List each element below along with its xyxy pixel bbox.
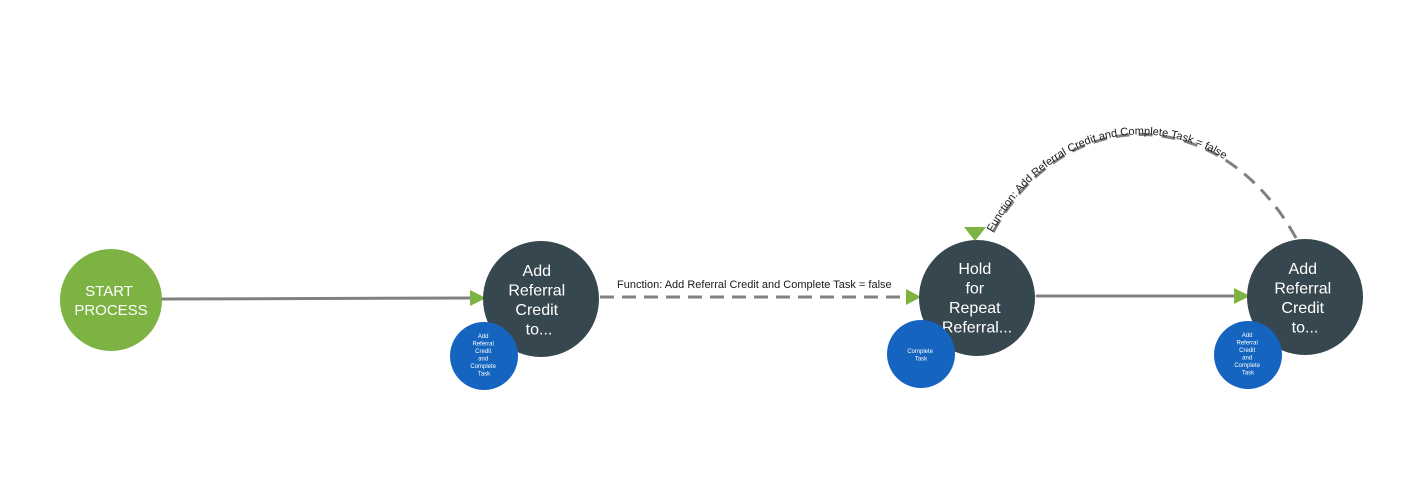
task-node-label-line-1: Add <box>1289 261 1317 278</box>
task-node-label-line-3: Credit <box>1281 300 1324 317</box>
function-badge-add-referral-credit-2[interactable]: Add Referral Credit and Complete Task <box>1214 321 1282 389</box>
function-badge-label-line-5: Complete <box>1234 363 1260 369</box>
add-referral-credit-node-1[interactable]: Add Referral Credit to... <box>483 241 599 357</box>
function-badge-circle <box>1214 321 1282 389</box>
function-badge-circle <box>450 322 518 390</box>
task-node-label: Add Referral Credit to... <box>508 263 569 339</box>
function-badge-label-line-4: and <box>1242 356 1252 362</box>
task-node-label-line-2: Referral <box>508 283 565 300</box>
start-node-label: START PROCESS <box>74 283 147 319</box>
task-node-label-line-2: Referral <box>1274 281 1331 298</box>
function-badge-circle <box>887 320 955 388</box>
edge-label-add-referral-to-hold: Function: Add Referral Credit and Comple… <box>617 279 892 291</box>
task-node-label-line-4: to... <box>526 322 553 339</box>
edge-loop-add-referral-to-hold[interactable] <box>988 133 1298 239</box>
task-node-label-line-3: Repeat <box>949 300 1001 317</box>
task-node-label-line-1: Hold <box>958 261 991 278</box>
start-node-label-line-2: PROCESS <box>74 302 147 319</box>
task-node-label-line-3: Credit <box>515 302 558 319</box>
function-badge-label: Add Referral Credit and Complete Task <box>470 334 497 378</box>
start-process-node[interactable]: START PROCESS <box>60 249 162 351</box>
task-node-circle <box>1247 239 1363 355</box>
add-referral-credit-node-2[interactable]: Add Referral Credit to... <box>1247 239 1363 355</box>
function-badge-label-line-2: Referral <box>1236 341 1257 347</box>
function-badge-label-line-1: Complete <box>907 349 933 355</box>
task-node-label-line-2: for <box>965 281 984 298</box>
task-node-label: Hold for Repeat Referral... <box>942 261 1012 337</box>
edge-start-to-add-referral-credit[interactable] <box>160 296 474 301</box>
start-node-label-line-1: START <box>85 283 133 300</box>
arrowhead-down-icon <box>964 227 986 241</box>
start-node-circle <box>60 249 162 351</box>
function-badge-label-line-5: Complete <box>470 364 496 370</box>
function-badge-label-line-6: Task <box>478 372 491 378</box>
function-badge-label: Complete Task <box>907 349 934 363</box>
task-node-label-line-4: Referral... <box>942 320 1012 337</box>
function-badge-label-line-1: Add <box>1242 333 1253 339</box>
task-node-circle <box>483 241 599 357</box>
hold-for-repeat-referral-node[interactable]: Hold for Repeat Referral... <box>919 240 1035 356</box>
function-badge-label-line-1: Add <box>478 334 489 340</box>
task-node-label-line-1: Add <box>523 263 551 280</box>
task-node-circle <box>919 240 1035 356</box>
function-badge-label-line-6: Task <box>1242 371 1255 377</box>
function-badge-label-line-3: Credit <box>475 349 491 355</box>
edge-label-loop: Function: Add Referral Credit and Comple… <box>985 125 1229 234</box>
function-badge-label: Add Referral Credit and Complete Task <box>1234 333 1261 377</box>
edges: Function: Add Referral Credit and Comple… <box>160 125 1298 306</box>
arrowhead-icon <box>470 290 486 306</box>
task-node-label-line-4: to... <box>1292 320 1319 337</box>
function-badge-label-line-3: Credit <box>1239 348 1255 354</box>
function-badge-label-line-2: Task <box>915 357 928 363</box>
arrowhead-icon <box>1234 288 1250 304</box>
arrowhead-icon <box>906 289 921 305</box>
function-badge-label-line-4: and <box>478 357 488 363</box>
edge-label-loop-path: Function: Add Referral Credit and Comple… <box>985 125 1229 234</box>
function-badge-add-referral-credit-1[interactable]: Add Referral Credit and Complete Task <box>450 322 518 390</box>
function-badge-complete-task[interactable]: Complete Task <box>887 320 955 388</box>
function-badge-label-line-2: Referral <box>472 342 493 348</box>
task-node-label: Add Referral Credit to... <box>1274 261 1335 337</box>
